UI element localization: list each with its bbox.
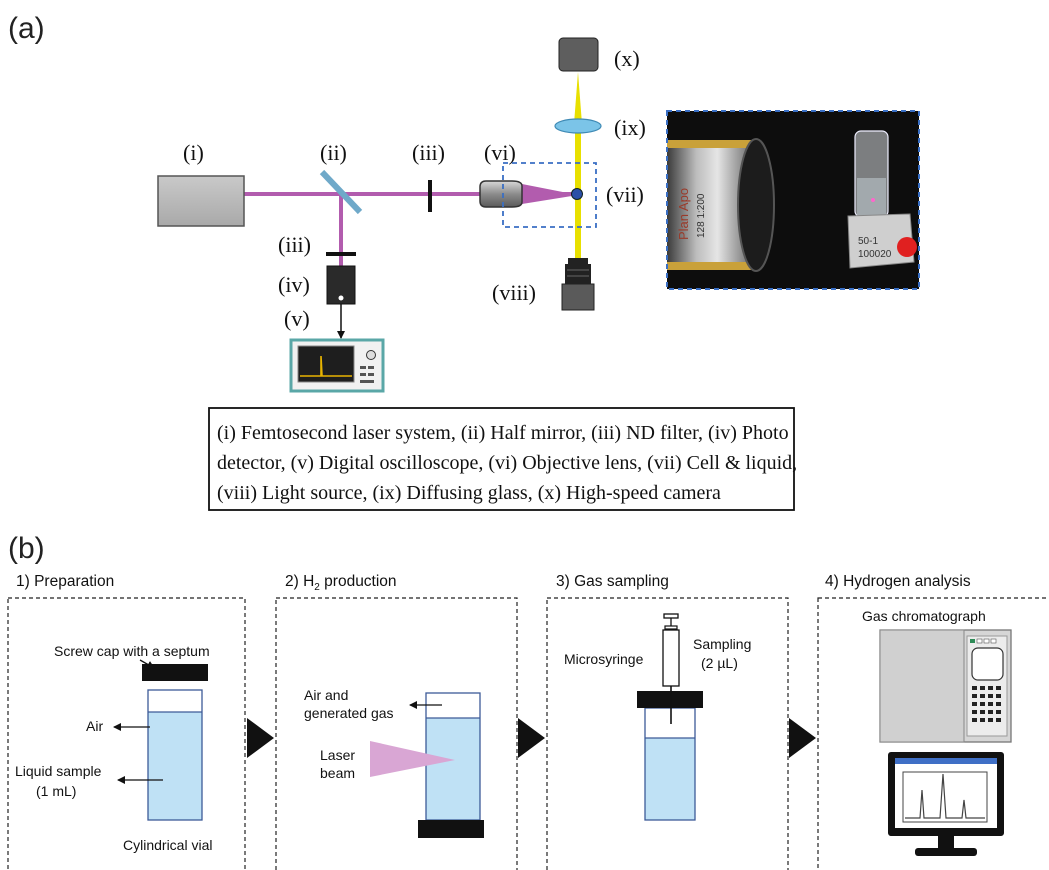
step-3-title: 3) Gas sampling (556, 573, 669, 590)
step-3-syringe-label: Microsyringe (564, 651, 644, 667)
step-2-laser-label-2: beam (320, 765, 355, 781)
high-speed-camera (558, 37, 599, 72)
step-1-frame (7, 597, 246, 870)
photo-stage-text-2: 100020 (858, 249, 892, 260)
step-1-liquid-label-2: (1 mL) (36, 783, 76, 799)
objective-lens (479, 180, 523, 208)
cell-region-dashed-box (502, 162, 597, 228)
gas-chromatograph (879, 629, 1012, 743)
step-4-title: 4) Hydrogen analysis (825, 573, 971, 590)
label-vi: (vi) (484, 140, 516, 165)
label-x: (x) (614, 46, 640, 71)
setup-photo: Plan Apo 128 1:200 50-1 100020 (666, 110, 920, 290)
step-3-vial (637, 691, 703, 821)
label-iv: (iv) (278, 272, 310, 297)
step-4-instrument-label: Gas chromatograph (862, 608, 986, 624)
panel-a-label: (a) (8, 12, 45, 45)
step-2-laser-label-1: Laser (320, 747, 355, 763)
label-viii: (viii) (492, 280, 536, 305)
step-1-liquid-label-1: Liquid sample (15, 763, 102, 779)
photo-stage-text-1: 50-1 (858, 236, 878, 247)
label-v: (v) (284, 306, 310, 331)
photo-lens-text: Plan Apo (676, 188, 691, 240)
label-i: (i) (183, 140, 204, 165)
step-2-title: 2) H2 production (285, 573, 397, 593)
illumination-taper (574, 72, 582, 124)
light-source-connector (565, 264, 591, 284)
half-mirror (319, 169, 363, 215)
step-1-title: 1) Preparation (16, 573, 114, 590)
focused-beam-cone (522, 184, 578, 204)
step-2-frame (275, 597, 518, 870)
legend-line-3: (viii) Light source, (ix) Diffusing glas… (217, 482, 721, 504)
label-iii-top: (iii) (412, 140, 445, 165)
legend-line-2: detector, (v) Digital oscilloscope, (vi)… (217, 452, 797, 474)
step-1-cap-label: Screw cap with a septum (54, 643, 210, 659)
step-3-sampling-label-1: Sampling (693, 636, 751, 652)
flow-arrow-1 (247, 718, 274, 758)
flow-arrow-2 (518, 718, 545, 758)
label-ix: (ix) (614, 115, 646, 140)
laser-system-box (157, 175, 245, 227)
flow-arrow-3 (789, 718, 816, 758)
label-iii-side: (iii) (278, 232, 311, 257)
step-1-vial (142, 664, 208, 821)
diffusing-glass (554, 118, 602, 134)
step-4-frame (817, 597, 1049, 870)
step-2-gas-label-2: generated gas (304, 705, 394, 721)
panel-b-label: (b) (8, 532, 45, 565)
step-1-air-label: Air (86, 718, 103, 734)
label-vii: (vii) (606, 182, 644, 207)
microsyringe (662, 613, 680, 724)
photo-lens-subtext: 128 1:200 (696, 193, 707, 238)
oscilloscope (289, 338, 385, 393)
label-ii: (ii) (320, 140, 347, 165)
light-source (561, 283, 595, 311)
step-3-sampling-label-2: (2 µL) (701, 655, 738, 671)
cell-and-liquid (571, 188, 583, 200)
computer-monitor (888, 752, 1004, 856)
legend-box (208, 407, 795, 511)
laser-beam-cone (370, 741, 455, 777)
step-2-gas-label-1: Air and (304, 687, 348, 703)
step-1-vial-label: Cylindrical vial (123, 837, 212, 853)
step-2-vial (418, 692, 484, 838)
legend-line-1: (i) Femtosecond laser system, (ii) Half … (217, 422, 789, 444)
step-3-frame (546, 597, 789, 870)
